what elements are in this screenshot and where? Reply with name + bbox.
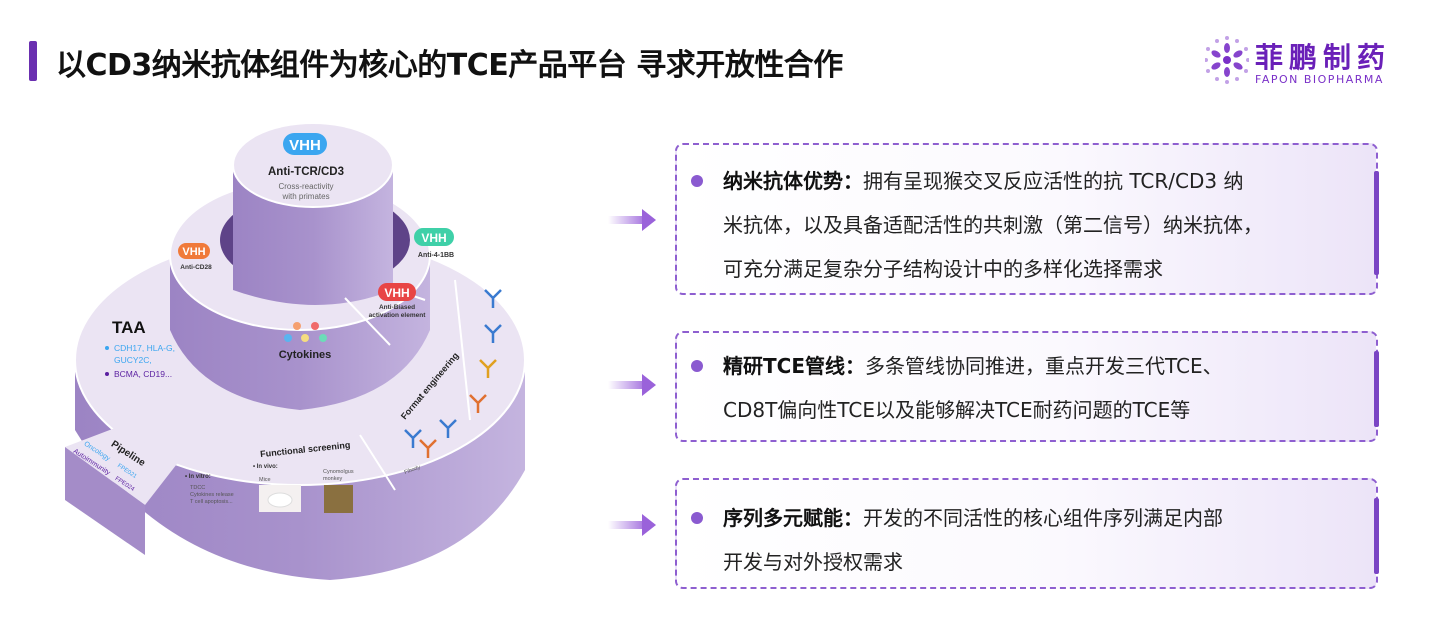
monkey-image — [324, 485, 353, 513]
point-line: CD8T偏向性TCE以及能够解决TCE耐药问题的TCE等 — [723, 398, 1191, 422]
vhh-label: VHH — [384, 286, 409, 300]
point-heading: 精研TCE管线： — [723, 354, 865, 378]
logo-chinese-name: 菲鹏制药 — [1255, 41, 1392, 74]
biased-label: Anti-Biased — [379, 304, 415, 311]
vhh-badge-blue — [283, 133, 327, 155]
point-text: 精研TCE管线：多条管线协同推进，重点开发三代TCE、 CD8T偏向性TCE以及… — [723, 344, 1346, 432]
taa-item: BCMA, CD19... — [114, 369, 172, 379]
card-accent-bar — [1374, 498, 1379, 574]
point-card-tce-pipeline: 精研TCE管线：多条管线协同推进，重点开发三代TCE、 CD8T偏向性TCE以及… — [675, 331, 1379, 442]
mice-label: Mice — [259, 477, 271, 483]
arrow-right-icon — [608, 514, 656, 536]
anti-tcr-cd3-label: Anti-TCR/CD3 — [268, 166, 344, 178]
anti-41bb-label: Anti-4-1BB — [418, 252, 454, 259]
point-card-nanobody-advantage: 纳米抗体优势：拥有呈现猴交叉反应活性的抗 TCR/CD3 纳 米抗体，以及具备适… — [675, 143, 1379, 295]
in-vitro-label: • In vitro: — [185, 474, 211, 480]
bullet-icon — [691, 512, 703, 524]
in-vitro-item: TDCC — [190, 485, 205, 491]
monkey-label: monkey — [323, 476, 343, 482]
in-vitro-item: T cell apoptosis... — [190, 499, 233, 505]
in-vivo-label: • In vivo: — [253, 464, 278, 470]
monkey-label: Cynomolgus — [323, 469, 354, 475]
point-line: 可充分满足复杂分子结构设计中的多样化选择需求 — [723, 257, 1163, 281]
top-cylinder-top — [232, 122, 394, 208]
point-line: 多条管线协同推进，重点开发三代TCE、 — [864, 354, 1223, 378]
vhh-label: VHH — [421, 231, 446, 245]
vhh-badge-orange — [178, 243, 210, 259]
logo-english-name: FAPON BIOPHARMA — [1255, 73, 1384, 86]
top-sub-label: with primates — [281, 192, 329, 201]
card-accent-bar — [1374, 171, 1379, 275]
point-card-sequence-empowerment: 序列多元赋能：开发的不同活性的核心组件序列满足内部 开发与对外授权需求 — [675, 478, 1379, 589]
cytokines-label: Cytokines — [279, 349, 332, 361]
arrow-right-icon — [608, 209, 656, 231]
pipeline-block — [65, 428, 180, 505]
vhh-badge-red — [378, 283, 416, 301]
cytokine-dots-icon — [284, 322, 327, 342]
logo-icon — [1204, 36, 1250, 84]
page-title: 以CD3纳米抗体组件为核心的TCE产品平台 寻求开放性合作 — [56, 48, 843, 83]
bullet-icon — [691, 175, 703, 187]
taa-item: GUCY2C, — [114, 355, 152, 365]
point-line: 开发的不同活性的核心组件序列满足内部 — [863, 506, 1223, 530]
point-text: 序列多元赋能：开发的不同活性的核心组件序列满足内部 开发与对外授权需求 — [723, 496, 1346, 584]
point-text: 纳米抗体优势：拥有呈现猴交叉反应活性的抗 TCR/CD3 纳 米抗体，以及具备适… — [723, 159, 1346, 291]
point-line: 米抗体，以及具备适配活性的共刺激（第二信号）纳米抗体， — [723, 213, 1263, 237]
tce-platform-diagram: VHH Anti-TCR/CD3 Cross-reactivity with p… — [65, 122, 526, 580]
in-vitro-item: Cytokines release — [190, 492, 234, 498]
biased-label: activation element — [369, 312, 427, 319]
vhh-badge-green — [414, 228, 454, 246]
vhh-label: VHH — [182, 246, 205, 258]
point-heading: 纳米抗体优势： — [723, 169, 863, 193]
company-logo: 菲鹏制药 FAPON BIOPHARMA — [1204, 36, 1425, 90]
taa-label: TAA — [112, 318, 146, 337]
taa-item: CDH17, HLA-G, — [114, 343, 175, 353]
arrow-right-icon — [608, 374, 656, 396]
anti-cd28-label: Anti-CD28 — [180, 264, 212, 271]
title-accent-bar — [29, 41, 37, 81]
antibody-icons — [404, 289, 502, 458]
bullet-icon — [691, 360, 703, 372]
fibody-label: Fibody — [404, 465, 422, 476]
card-accent-bar — [1374, 351, 1379, 427]
point-line: 拥有呈现猴交叉反应活性的抗 TCR/CD3 纳 — [863, 169, 1244, 193]
vhh-label: VHH — [289, 137, 321, 154]
top-sub-label: Cross-reactivity — [278, 182, 333, 191]
point-heading: 序列多元赋能： — [723, 506, 863, 530]
point-line: 开发与对外授权需求 — [723, 550, 903, 574]
